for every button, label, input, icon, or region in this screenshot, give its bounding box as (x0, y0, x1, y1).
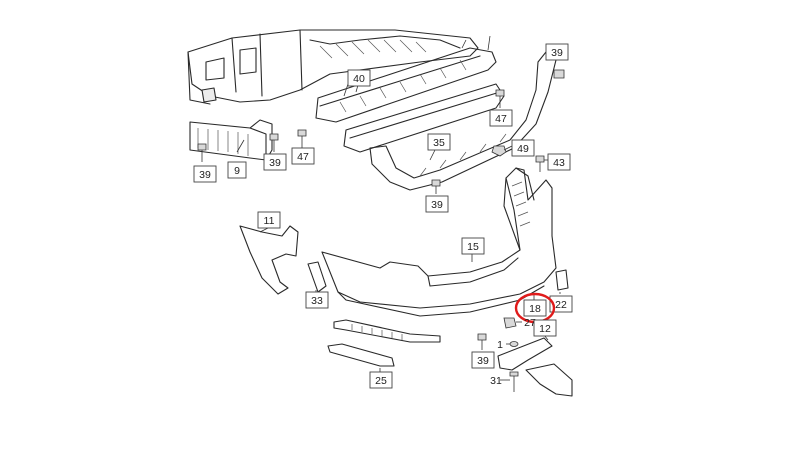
svg-text:39: 39 (199, 169, 211, 181)
callout-1: 1 (497, 339, 503, 351)
part-35-guide-bracket (369, 51, 557, 191)
svg-text:43: 43 (553, 157, 565, 169)
callout-43: 43 (547, 153, 571, 171)
bumper-clip-top-left (201, 87, 217, 103)
energy-absorber (343, 83, 505, 153)
callout-25: 25 (369, 371, 393, 389)
bolt-39-bracket (431, 179, 441, 194)
svg-text:39: 39 (551, 47, 563, 59)
callout-22: 22 (549, 295, 573, 313)
svg-text:18: 18 (529, 303, 541, 315)
stud-31 (509, 371, 519, 392)
screw-43 (535, 155, 545, 172)
callout-39-lower: 39 (471, 351, 495, 369)
bolt-47-lower (297, 129, 307, 148)
callout-35: 35 (427, 133, 451, 151)
callout-39-top-right: 39 (545, 43, 569, 61)
washer-1 (509, 341, 519, 347)
bolt-39-left (197, 143, 207, 162)
callout-40: 40 (347, 69, 371, 87)
svg-text:11: 11 (264, 215, 275, 227)
bolt-39-top-right (553, 69, 565, 79)
part-11-side-bracket (239, 225, 299, 295)
callout-31: 31 (490, 375, 502, 387)
callout-49: 49 (511, 139, 535, 157)
svg-text:47: 47 (297, 151, 309, 163)
callout-33: 33 (305, 291, 329, 309)
callout-39-mid: 39 (263, 153, 287, 171)
leader-lines (236, 35, 561, 381)
part-12-lower-bracket (497, 337, 573, 397)
part-40-impact-bar (315, 47, 497, 123)
svg-text:27: 27 (524, 317, 536, 329)
callout-15: 15 (461, 237, 485, 255)
callout-39-bracket: 39 (425, 195, 449, 213)
callout-9: 9 (227, 161, 247, 179)
part-33-clip (307, 261, 327, 293)
bolt-39-mid (269, 133, 279, 152)
callout-12: 12 (533, 319, 557, 337)
svg-text:40: 40 (353, 73, 365, 85)
reflector-strip (327, 343, 395, 367)
svg-text:12: 12 (539, 323, 551, 335)
svg-text:25: 25 (375, 375, 387, 387)
body-frame (187, 29, 479, 105)
svg-text:47: 47 (495, 113, 507, 125)
callout-27: 27 (524, 317, 536, 329)
nut-27 (503, 317, 517, 329)
part-22-tow-cover (555, 269, 569, 291)
svg-text:22: 22 (555, 299, 567, 311)
svg-text:9: 9 (234, 165, 240, 177)
callout-11: 11 (257, 211, 281, 229)
bolt-47-upper (495, 89, 505, 108)
callout-39-left: 39 (193, 165, 217, 183)
callout-47-lower: 47 (291, 147, 315, 165)
part-15-bumper-cover (321, 167, 557, 317)
svg-text:15: 15 (467, 241, 479, 253)
callout-47-upper: 47 (489, 109, 513, 127)
svg-text:1: 1 (497, 339, 503, 351)
svg-text:35: 35 (433, 137, 445, 149)
svg-text:39: 39 (269, 157, 281, 169)
svg-text:39: 39 (477, 355, 489, 367)
nut-49 (491, 145, 507, 157)
svg-text:33: 33 (311, 295, 323, 307)
bolt-39-lower (477, 333, 487, 350)
part-25-lower-trim (333, 319, 441, 343)
svg-text:49: 49 (517, 143, 529, 155)
svg-text:31: 31 (490, 375, 502, 387)
svg-text:39: 39 (431, 199, 443, 211)
